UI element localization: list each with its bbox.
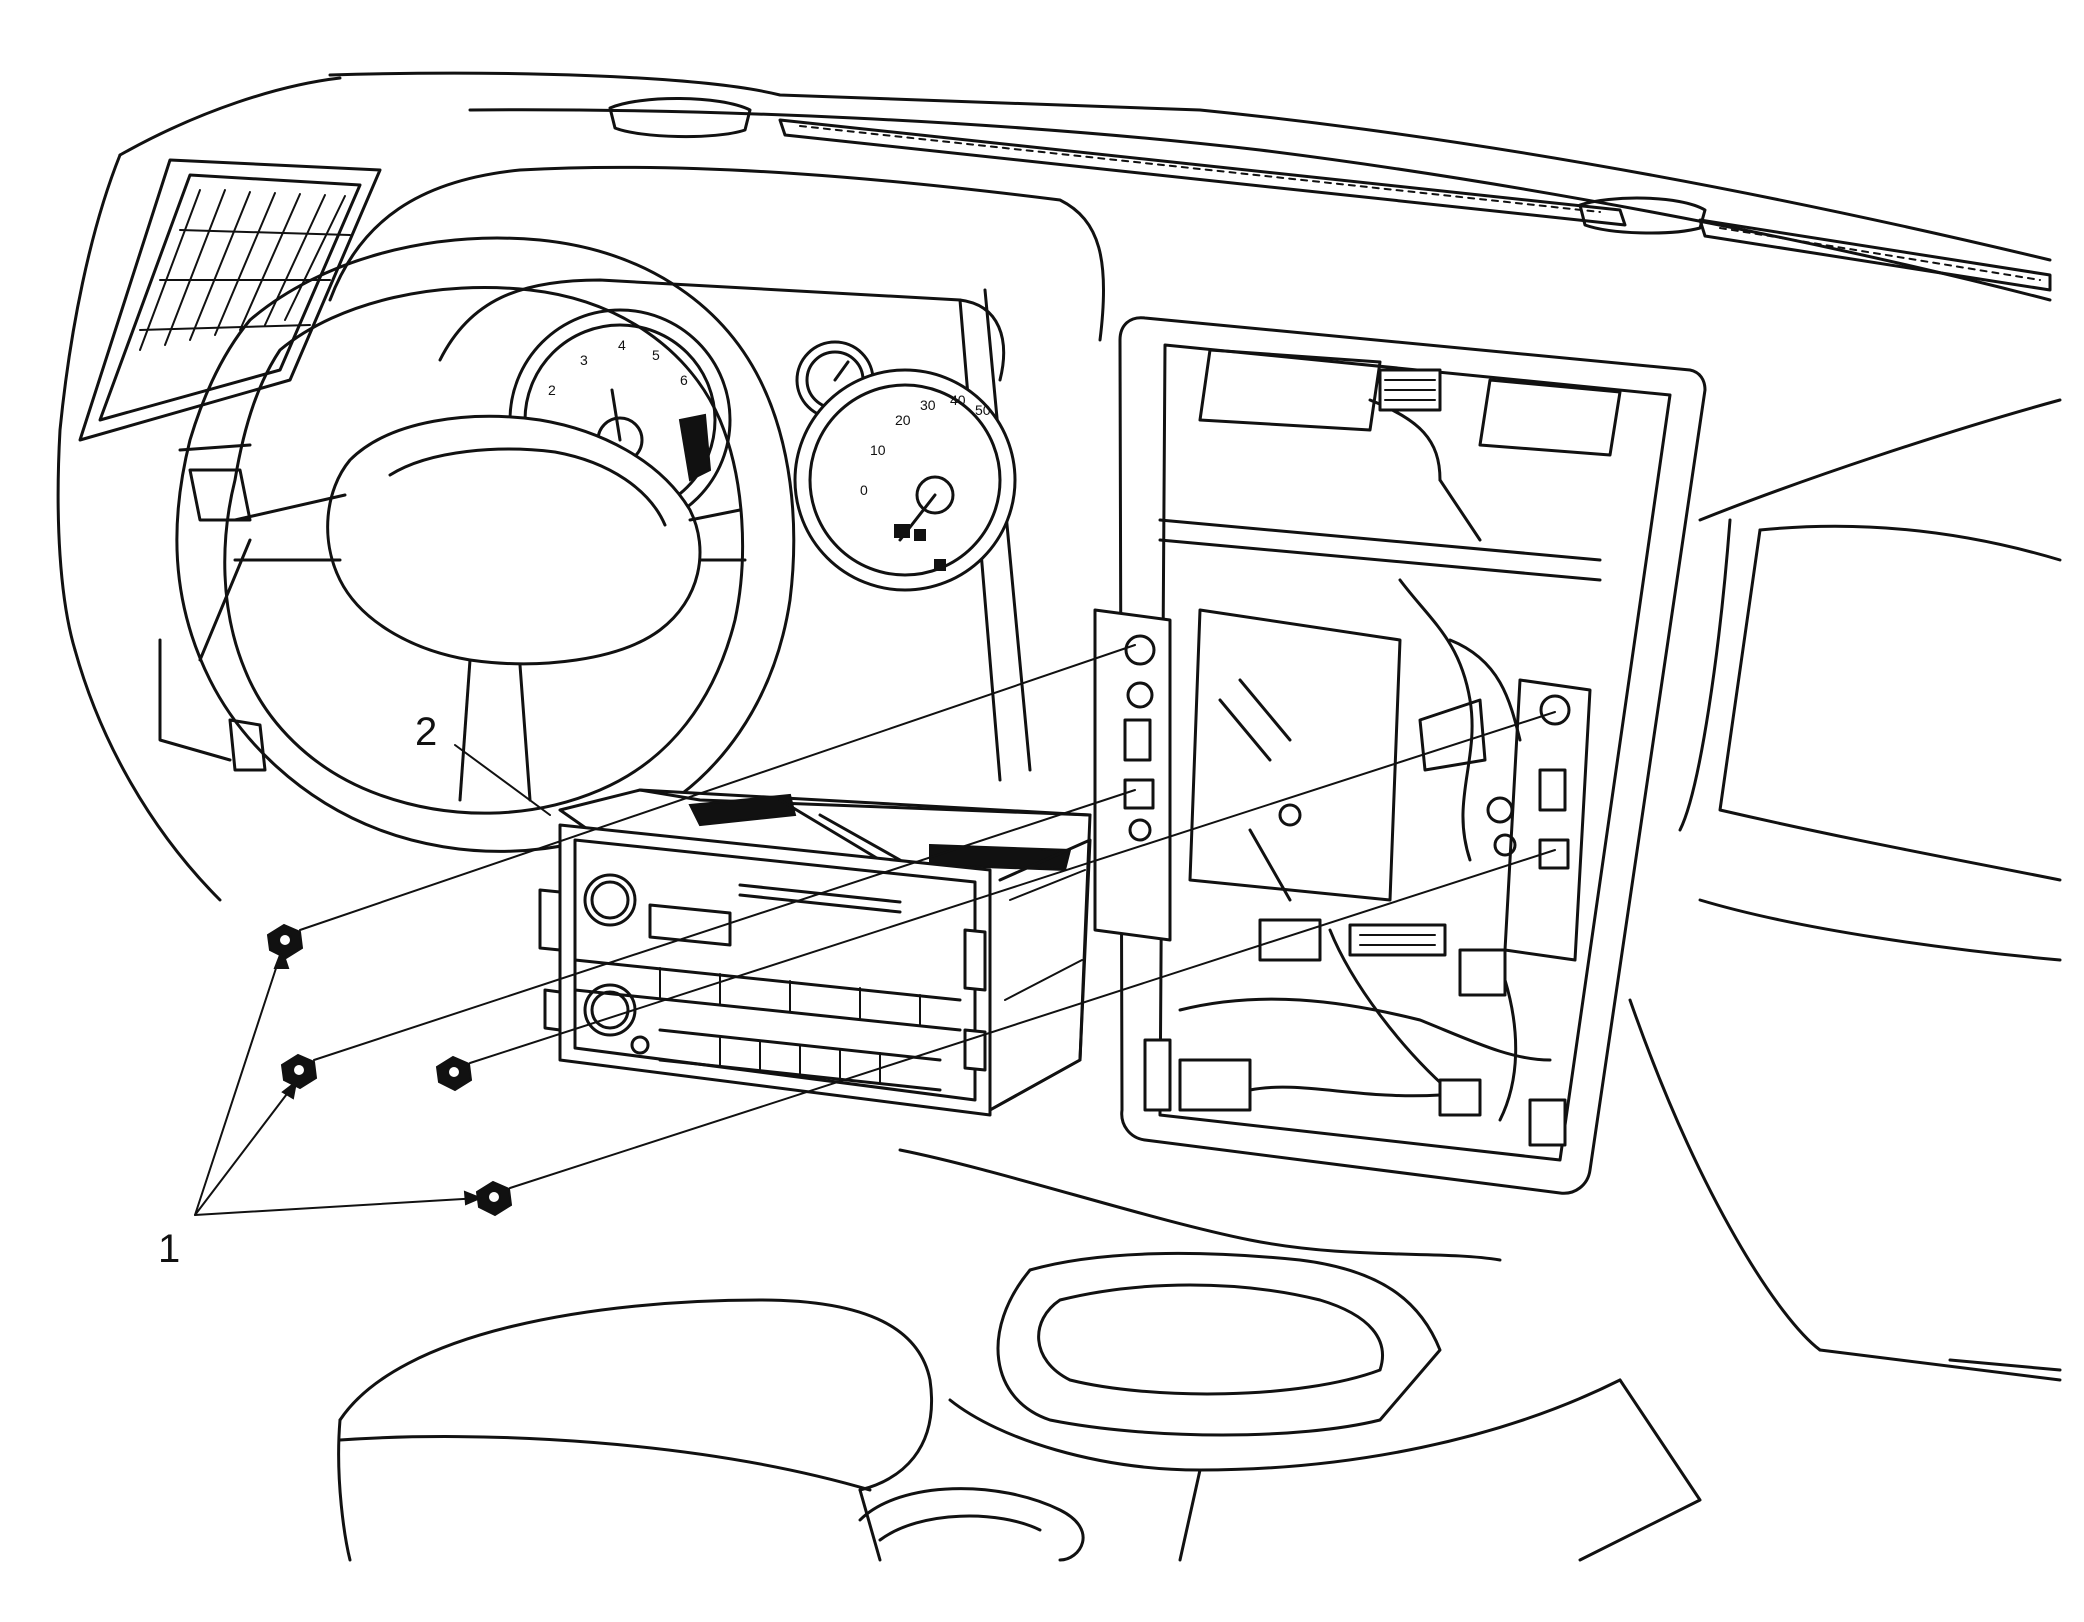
bolt-2	[280, 1053, 318, 1090]
radio-unit	[538, 788, 1092, 1117]
tach-tick-6: 6	[680, 372, 688, 388]
speedo-tick-0: 0	[860, 482, 868, 498]
passenger-dash	[1628, 398, 2062, 1382]
bolt-1	[266, 923, 304, 960]
tach-tick-2: 2	[548, 382, 556, 398]
callout-1-leaders	[194, 947, 483, 1216]
left-air-vent	[78, 158, 382, 442]
callout-2-leader	[454, 744, 551, 816]
lower-left-panel	[73, 443, 267, 902]
speedo-tick-30: 30	[920, 397, 936, 413]
speedo-tick-10: 10	[870, 442, 886, 458]
speedo-tick-40: 40	[950, 392, 966, 408]
tach-tick-5: 5	[652, 347, 660, 363]
tach-tick-3: 3	[580, 352, 588, 368]
speedo-tick-50: 50	[975, 402, 991, 418]
dashboard-upper	[56, 71, 2052, 652]
steering-wheel	[175, 236, 796, 853]
speedo-tick-20: 20	[895, 412, 911, 428]
bolt-3	[435, 1055, 473, 1092]
callout-label-1: 1	[158, 1227, 180, 1271]
callout-label-2: 2	[415, 710, 437, 754]
center-console	[337, 1148, 1702, 1562]
speedometer-gauge: 0 10 20 30 40 50	[793, 368, 1017, 592]
alignment-lines	[299, 644, 1556, 1189]
tach-tick-4: 4	[618, 337, 626, 353]
bolt-4	[475, 1180, 513, 1217]
radio-opening	[1093, 316, 1707, 1195]
